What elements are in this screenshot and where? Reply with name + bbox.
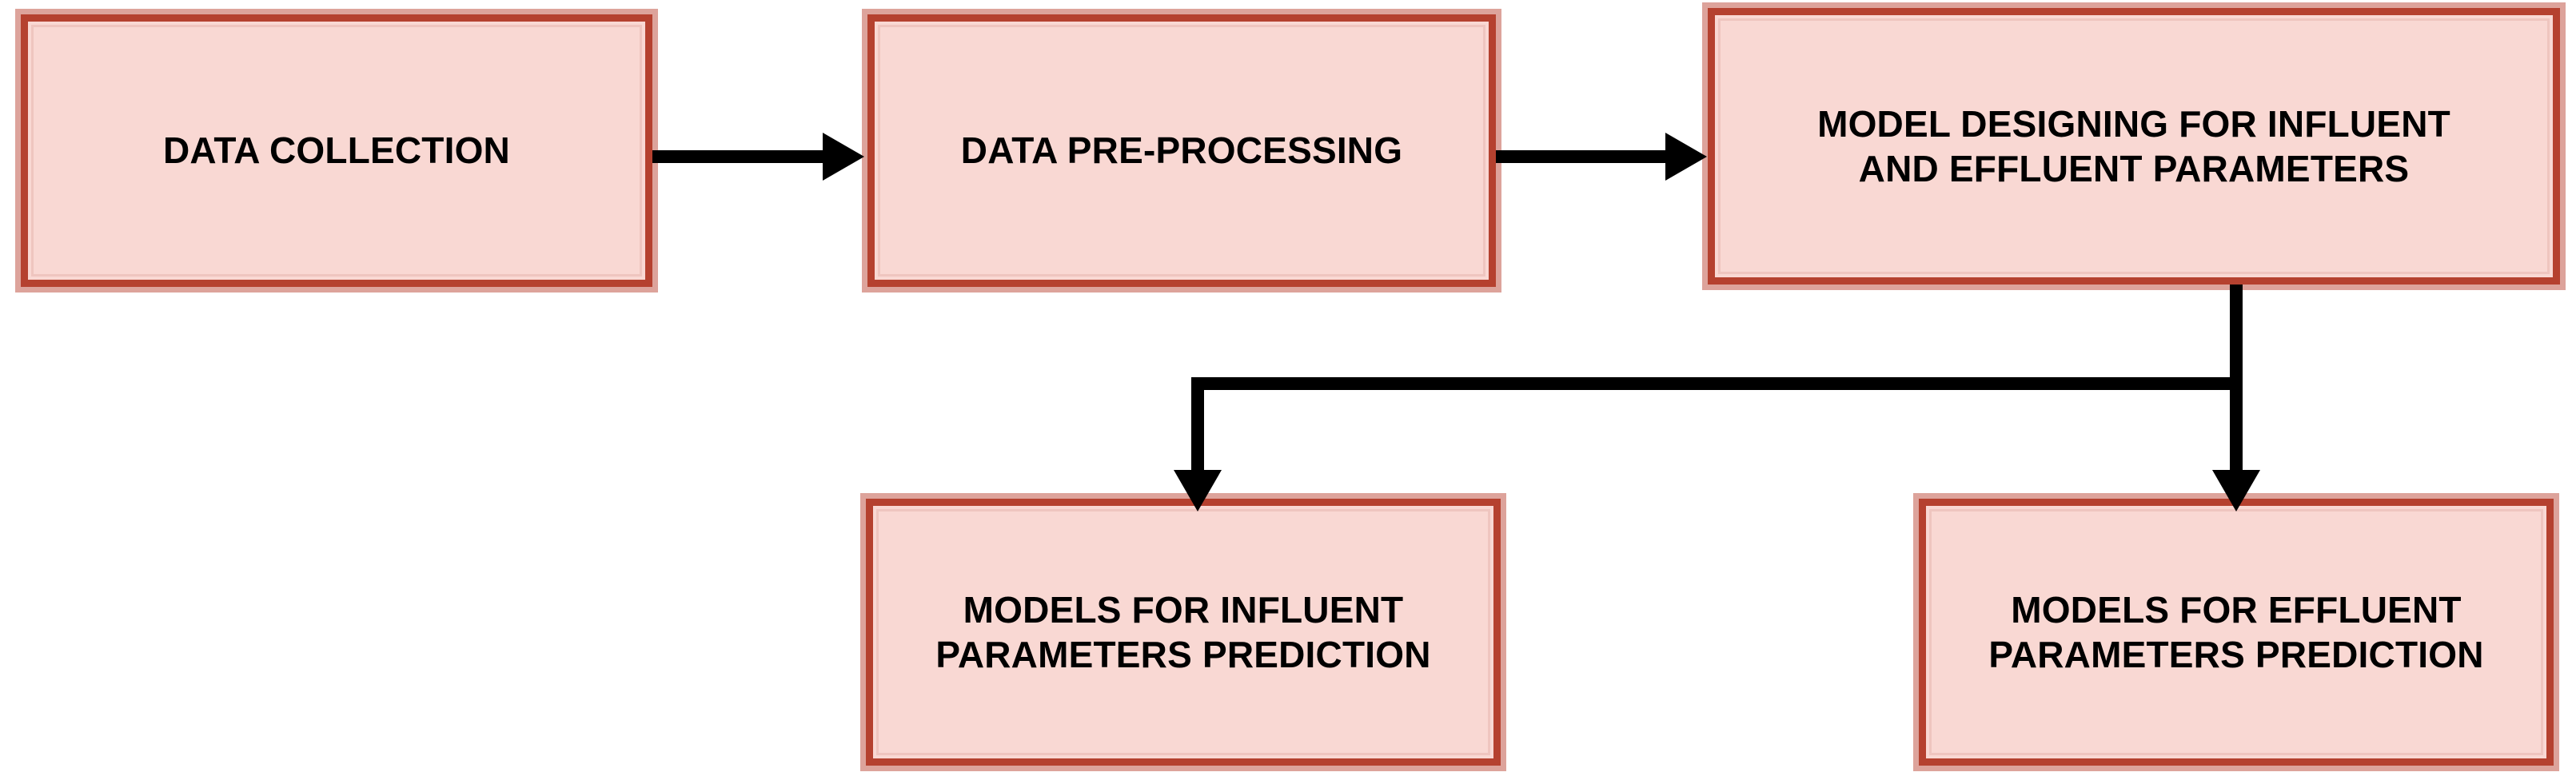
flow-node-model-designing[interactable]: MODEL DESIGNING FOR INFLUENT AND EFFLUEN… bbox=[1702, 2, 2566, 290]
arrow-right-icon bbox=[1665, 133, 1707, 181]
arrow-right-icon bbox=[823, 133, 864, 181]
arrow-down-icon bbox=[2212, 470, 2260, 511]
edge-line-drop-right bbox=[2230, 377, 2243, 481]
flow-node-label: DATA COLLECTION bbox=[163, 129, 510, 172]
edge-line-drop-left bbox=[1191, 377, 1204, 481]
flow-node-data-collection[interactable]: DATA COLLECTION bbox=[15, 9, 658, 293]
flow-node-label: MODELS FOR INFLUENT PARAMETERS PREDICTIO… bbox=[935, 588, 1431, 675]
flow-node-models-effluent[interactable]: MODELS FOR EFFLUENT PARAMETERS PREDICTIO… bbox=[1913, 493, 2559, 771]
flow-node-label: DATA PRE-PROCESSING bbox=[960, 129, 1403, 172]
edge-line-stem-vertical bbox=[2230, 285, 2243, 389]
edge-line-horizontal bbox=[1496, 150, 1665, 163]
flow-node-models-influent[interactable]: MODELS FOR INFLUENT PARAMETERS PREDICTIO… bbox=[860, 493, 1506, 771]
arrow-down-icon bbox=[1174, 470, 1222, 511]
flow-node-label: MODEL DESIGNING FOR INFLUENT AND EFFLUEN… bbox=[1817, 102, 2450, 189]
flow-node-data-preprocessing[interactable]: DATA PRE-PROCESSING bbox=[862, 9, 1501, 293]
flow-node-label: MODELS FOR EFFLUENT PARAMETERS PREDICTIO… bbox=[1988, 588, 2484, 675]
edge-line-horizontal bbox=[652, 150, 823, 163]
edge-line-branch-bus bbox=[1191, 377, 2243, 390]
